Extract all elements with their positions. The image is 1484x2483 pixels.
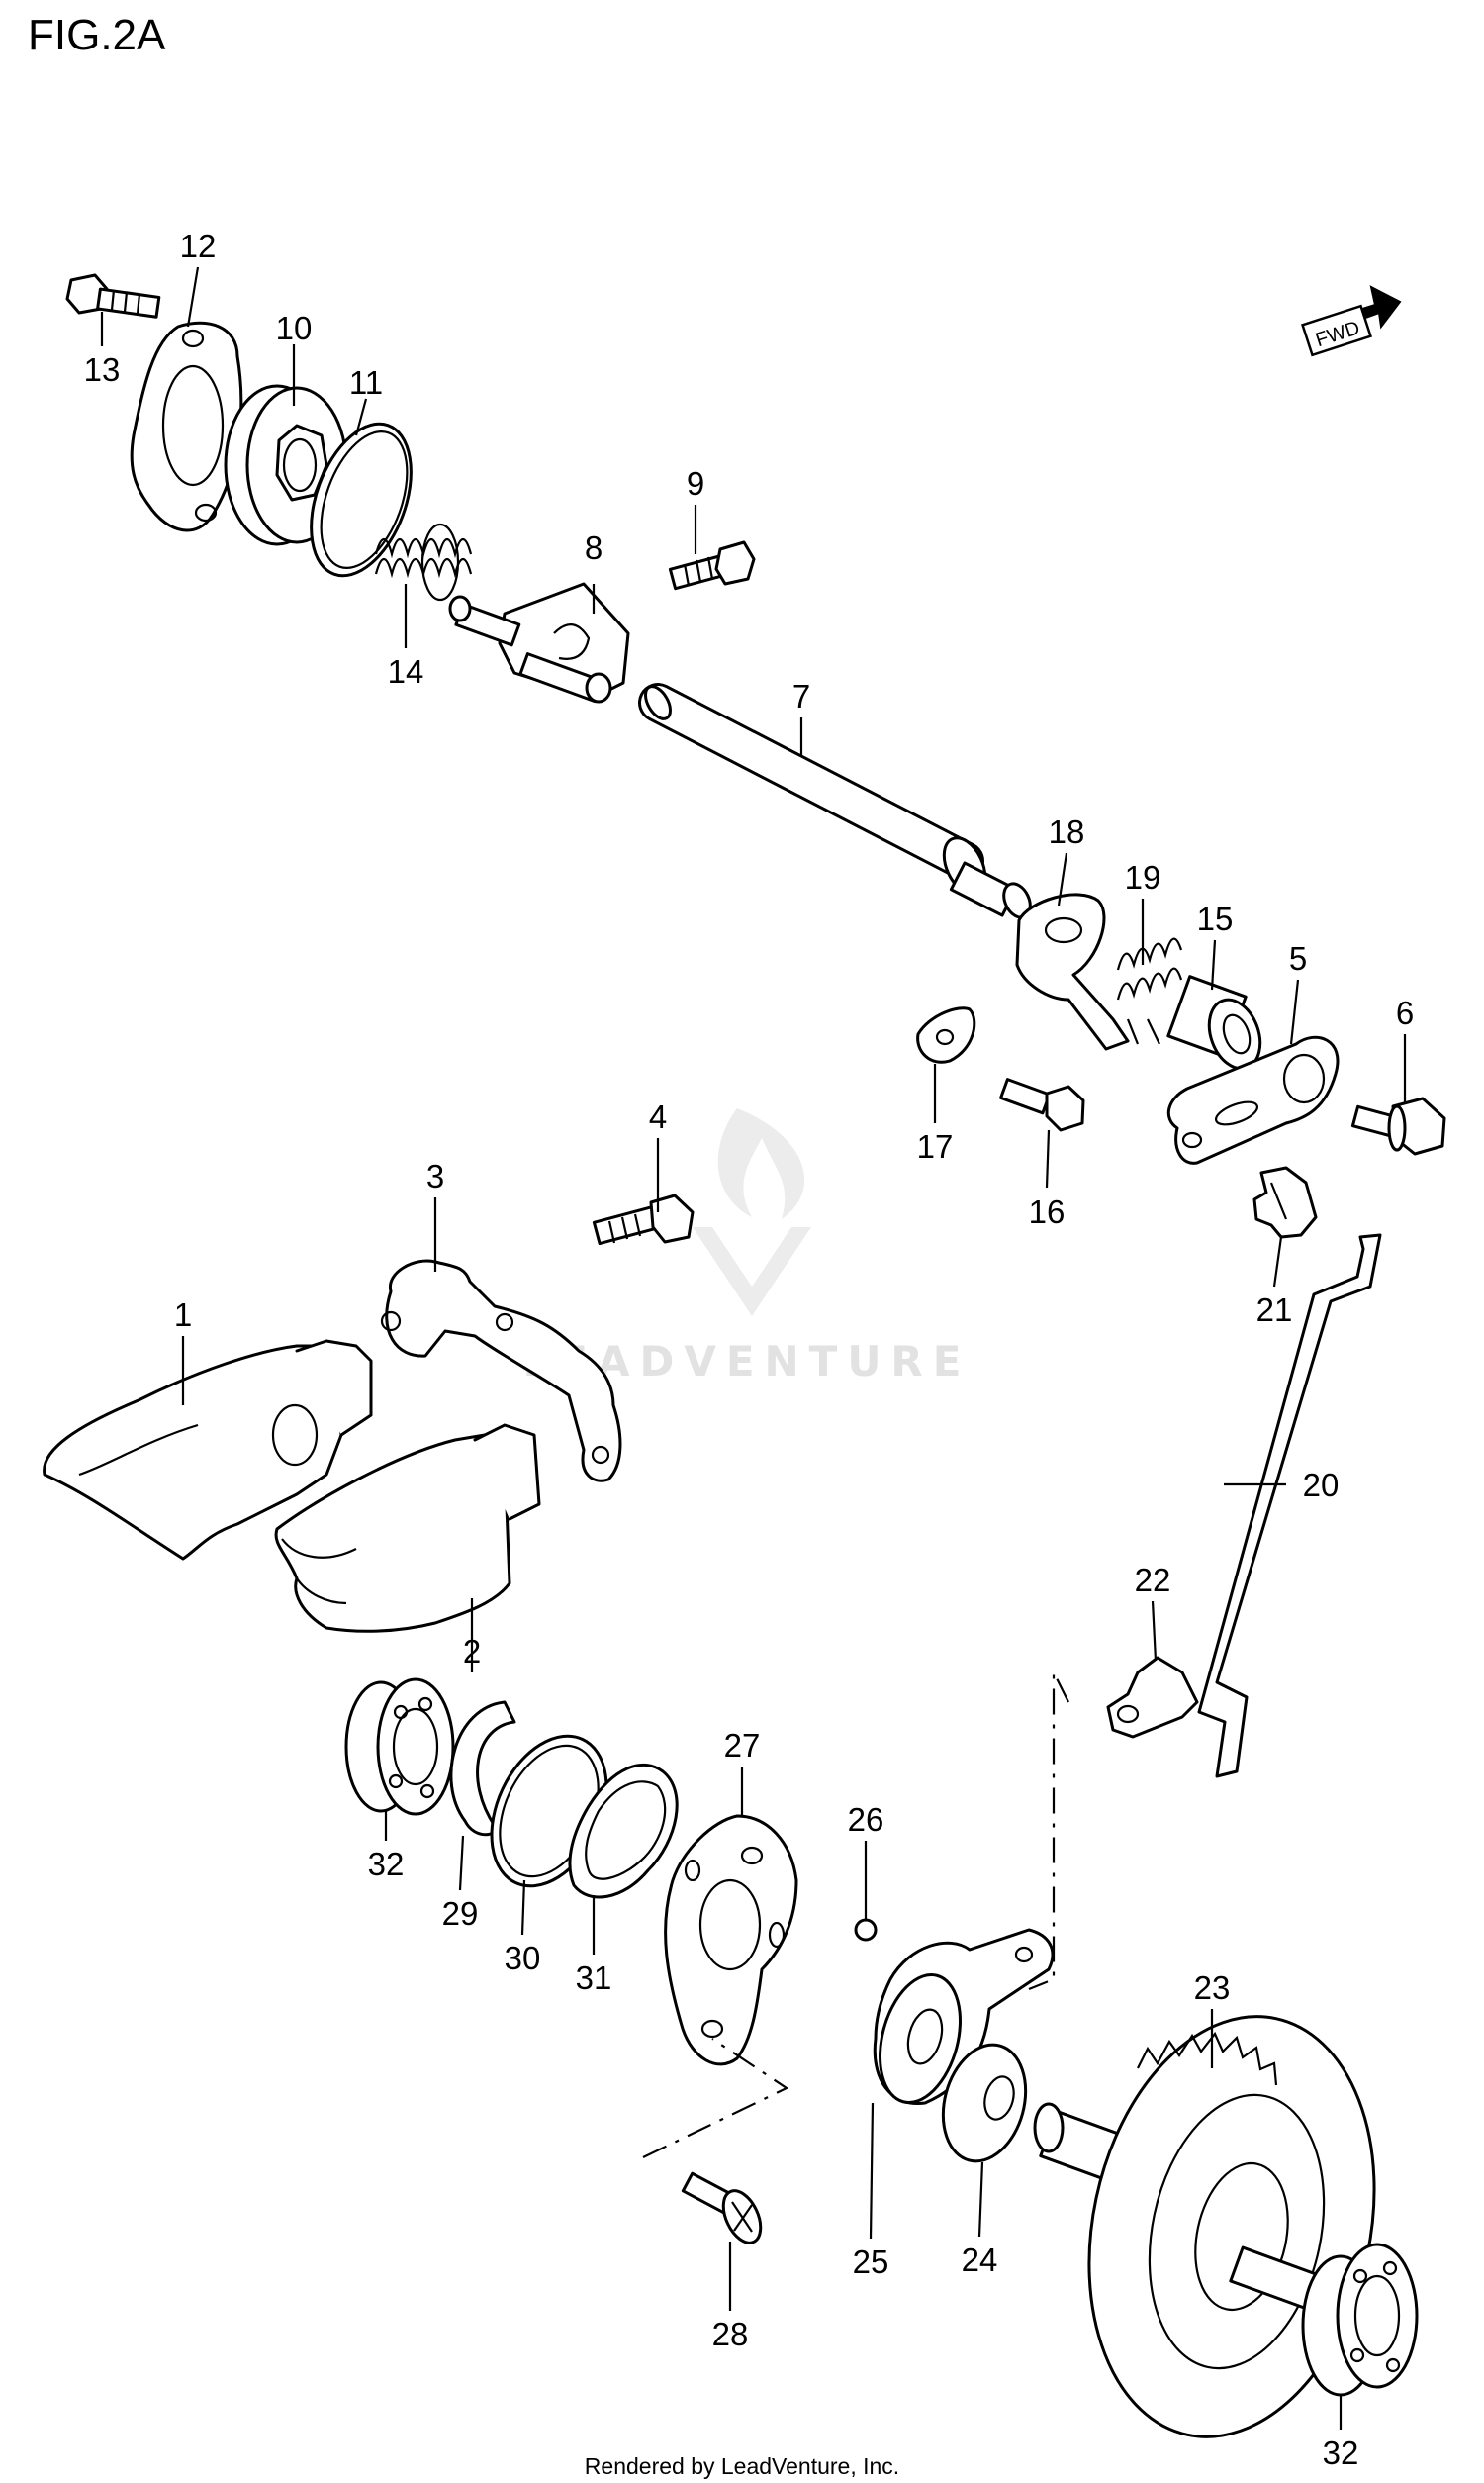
callout-11: 11 [349,364,383,401]
part-19-spring [1116,937,1183,1045]
fwd-direction-badge: FWD [1300,285,1402,357]
callout-19: 19 [1125,859,1161,896]
part-12-gasket [130,321,243,532]
part-13-bolt [65,273,161,319]
callout-4: 4 [649,1098,667,1135]
callout-30: 30 [505,1940,541,1976]
part-15-collar [1166,975,1262,1071]
fwd-label-box [1300,304,1373,357]
part-32-bearing-right [1301,2243,1419,2397]
callout-12: 12 [180,228,217,264]
callout-numbers: 1 2 3 4 5 6 7 8 9 10 11 12 13 14 15 16 1… [84,228,1415,2471]
callout-25: 25 [853,2244,889,2280]
callout-6: 6 [1396,995,1414,1031]
watermark: LEADVENTURE [523,1108,961,1385]
part-3-bracket [380,1259,622,1482]
part-6-bolt [1350,1097,1446,1156]
part-11-o-ring-inner [320,430,409,569]
part-27-plate [664,1814,798,2066]
part-1-cover [43,1339,373,1561]
part-22-clip [1106,1656,1199,1739]
callout-3: 3 [426,1158,444,1194]
callout-32-right: 32 [1323,2435,1359,2471]
callout-23: 23 [1194,1969,1231,2006]
part-31-gasket [568,1763,679,1899]
part-9-screw [668,540,756,591]
callout-16: 16 [1029,1194,1066,1230]
part-31-gasket-inner [585,1780,667,1880]
part-5-lever [1166,1035,1340,1165]
callout-18: 18 [1049,813,1085,850]
callout-9: 9 [687,465,704,502]
part-26-ball [854,1918,878,1942]
callout-5: 5 [1289,940,1307,977]
callout-20: 20 [1303,1467,1340,1503]
callout-1: 1 [174,1296,192,1333]
callout-27: 27 [724,1727,761,1764]
leader-lines [100,266,1407,2430]
part-14-spring [374,523,473,602]
watermark-v-icon [693,1227,811,1316]
callout-14: 14 [388,653,424,690]
part-17-plate-hole [935,1028,955,1046]
callout-29: 29 [442,1895,479,1932]
figure-title: FIG.2A [28,11,166,59]
assembly-line-22-25 [1028,1671,1069,1991]
callout-32-left: 32 [368,1846,405,1882]
callout-15: 15 [1197,901,1234,937]
callout-31: 31 [576,1959,612,1996]
callout-21: 21 [1256,1291,1293,1328]
callout-17: 17 [917,1128,954,1165]
callout-7: 7 [792,678,810,715]
part-4-bolt [592,1194,695,1246]
part-20-rod [1197,1233,1382,1778]
callout-24: 24 [962,2242,998,2278]
callout-13: 13 [84,351,121,388]
assembly-line-28-27 [642,2038,789,2158]
callout-10: 10 [276,310,313,346]
watermark-flame-icon [717,1108,805,1219]
part-21-clip [1252,1166,1318,1239]
part-2-cover [274,1423,541,1633]
part-32-bearing-left [344,1677,455,1816]
part-23-gear-shaft [1033,2015,1376,2438]
callout-22: 22 [1135,1562,1171,1598]
callout-26: 26 [848,1801,884,1838]
render-credit: Rendered by LeadVenture, Inc. [585,2453,899,2479]
part-25-gear [873,1928,1055,2106]
part-16-bolt [999,1078,1085,1132]
callout-8: 8 [585,529,603,566]
part-17-plate [916,1006,976,1064]
part-24-washer-hole [983,2075,1015,2121]
callout-2: 2 [463,1633,481,1670]
part-29-circlip [449,1700,516,1837]
part-28-screw [681,2171,763,2244]
part-8-joint [448,582,630,704]
part-7-shaft [638,683,1032,919]
part-18-lever [1015,893,1130,1051]
callout-28: 28 [712,2316,749,2352]
